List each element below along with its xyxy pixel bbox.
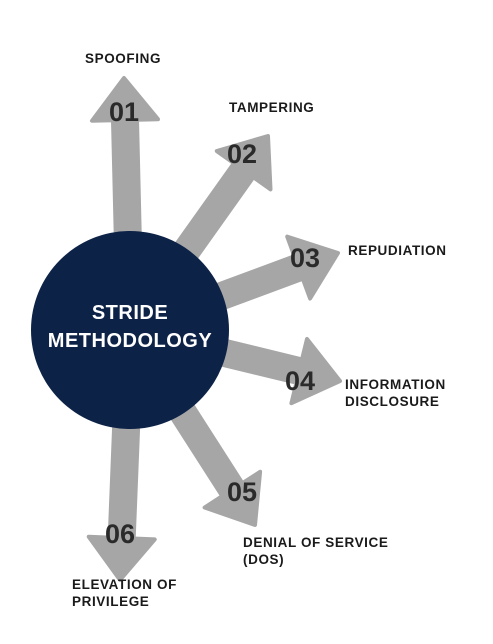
threat-label-denial-of-service: DENIAL OF SERVICE (DOS) — [243, 535, 389, 567]
arrow-number-01: 01 — [109, 97, 139, 127]
threat-label-tampering: TAMPERING — [229, 100, 315, 115]
center-title-line-1: STRIDE — [92, 302, 168, 324]
arrow-number-06: 06 — [105, 519, 135, 549]
number-group: 01 02 03 04 05 06 — [105, 97, 320, 549]
threat-label-information-disclosure: INFORMATION DISCLOSURE — [345, 377, 446, 409]
arrow-number-05: 05 — [227, 477, 257, 507]
center-circle — [31, 231, 229, 429]
threat-label-elevation-of-privilege: ELEVATION OF PRIVILEGE — [72, 577, 177, 609]
center-title-line-2: METHODOLOGY — [48, 330, 213, 352]
arrow-number-03: 03 — [290, 243, 320, 273]
arrow-number-04: 04 — [285, 366, 315, 396]
threat-label-spoofing: SPOOFING — [85, 51, 162, 66]
arrow-number-02: 02 — [227, 139, 257, 169]
threat-label-repudiation: REPUDIATION — [348, 243, 447, 258]
